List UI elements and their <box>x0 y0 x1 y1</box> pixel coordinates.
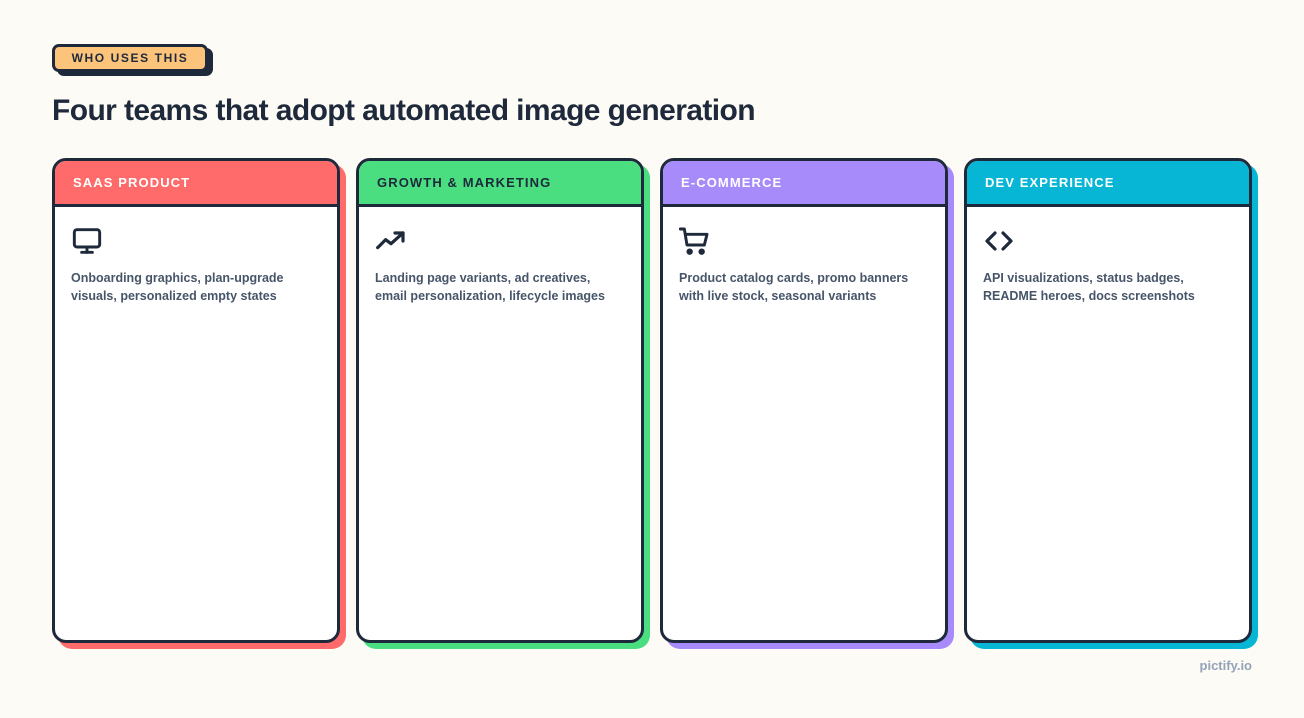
card-header: E-COMMERCE <box>663 161 945 207</box>
card-header: GROWTH & MARKETING <box>359 161 641 207</box>
brand-watermark: pictify.io <box>1199 658 1252 673</box>
card-description: Landing page variants, ad creatives, ema… <box>375 271 605 303</box>
shopping-cart-icon <box>679 227 709 255</box>
card-header: DEV EXPERIENCE <box>967 161 1249 207</box>
card-header: SAAS PRODUCT <box>55 161 337 207</box>
trending-up-icon <box>376 231 405 250</box>
team-card-dev-experience: DEV EXPERIENCE API visualizations, statu… <box>964 158 1252 643</box>
team-card-growth-marketing: GROWTH & MARKETING Landing page variants… <box>356 158 644 643</box>
page-title: Four teams that adopt automated image ge… <box>52 94 756 127</box>
team-card-ecommerce: E-COMMERCE Product catalog cards, promo … <box>660 158 948 643</box>
card-description: Product catalog cards, promo banners wit… <box>679 271 909 303</box>
monitor-icon <box>72 228 102 254</box>
card-description: Onboarding graphics, plan-upgrade visual… <box>71 271 284 303</box>
team-card-saas: SAAS PRODUCT Onboarding graphics, plan-u… <box>52 158 340 643</box>
section-eyebrow-badge: WHO USES THIS <box>52 44 208 72</box>
code-icon <box>985 231 1013 251</box>
card-description: API visualizations, status badges, READM… <box>983 271 1195 303</box>
